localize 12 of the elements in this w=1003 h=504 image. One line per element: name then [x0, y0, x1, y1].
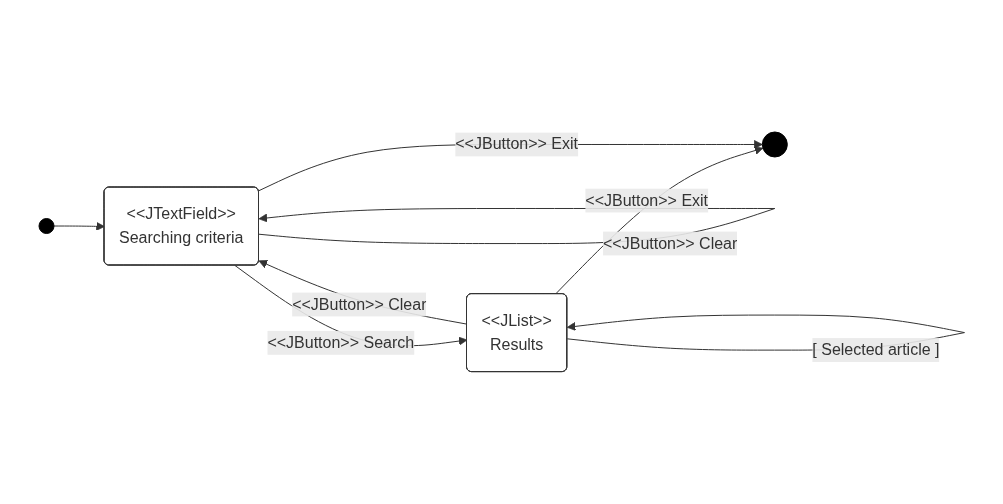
edge-label: <<JButton>> Exit	[454, 135, 578, 153]
arrow	[53, 222, 105, 231]
arrow	[554, 146, 763, 295]
arrow	[234, 265, 468, 347]
node-circle	[38, 218, 55, 235]
edge-label: <<JButton>> Clear	[602, 234, 738, 252]
arrow	[258, 260, 468, 325]
edge-label: <<JButton>> Search	[267, 334, 414, 352]
node-circle	[761, 131, 788, 158]
edge-label: [ Selected article ]	[812, 341, 940, 359]
edge-label: <<JButton>> Exit	[584, 191, 708, 209]
edge-label: <<JButton>> Clear	[291, 295, 427, 313]
